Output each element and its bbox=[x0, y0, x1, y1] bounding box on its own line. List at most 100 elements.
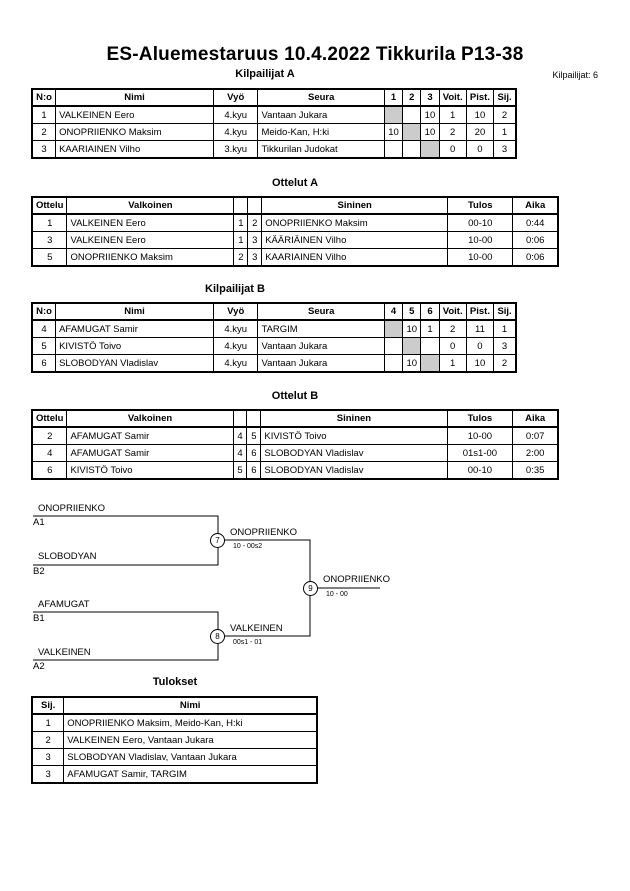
cell: 0:07 bbox=[512, 426, 559, 445]
col-header: 5 bbox=[402, 302, 422, 321]
col-header: Seura bbox=[257, 88, 385, 107]
cell: ONOPRIIENKO Maksim bbox=[261, 213, 449, 232]
cell: 1 bbox=[233, 213, 249, 232]
cell: VALKEINEN Eero bbox=[55, 105, 214, 124]
cell bbox=[383, 140, 404, 159]
col-header: Seura bbox=[257, 302, 385, 321]
cell: ONOPRIIENKO Maksim bbox=[55, 123, 214, 141]
cell: 0 bbox=[438, 337, 467, 355]
col-header: Voit. bbox=[438, 88, 467, 107]
pool-a-table: N:o Nimi Vyö Seura 1 2 3 Voit. Pist. Sij… bbox=[31, 88, 517, 159]
page-title: ES-Aluemestaruus 10.4.2022 Tikkurila P13… bbox=[106, 44, 524, 65]
col-header: Vyö bbox=[212, 302, 259, 321]
col-header bbox=[233, 196, 249, 215]
col-header: Nimi bbox=[55, 302, 214, 321]
match-number-badge: 8 bbox=[210, 629, 225, 644]
cell: 4.kyu bbox=[212, 123, 259, 141]
cell: 10 bbox=[465, 354, 495, 373]
cell: 3 bbox=[247, 248, 263, 267]
cell bbox=[420, 140, 440, 159]
cell: 2 bbox=[233, 248, 249, 267]
cell: 4.kyu bbox=[212, 337, 259, 355]
cell: 0 bbox=[438, 140, 467, 159]
pool-b-heading: Kilpailijat B bbox=[205, 283, 265, 295]
cell: 2 bbox=[247, 213, 263, 232]
cell: KAARIAINEN Vilho bbox=[261, 248, 449, 267]
col-header: Pist. bbox=[465, 302, 495, 321]
cell: AFAMUGAT Samir bbox=[55, 319, 214, 338]
cell: 2:00 bbox=[512, 444, 559, 462]
cell: VALKEINEN Eero bbox=[66, 231, 235, 249]
cell: 11 bbox=[465, 319, 495, 338]
col-header bbox=[247, 196, 263, 215]
cell: 1 bbox=[31, 713, 65, 732]
cell: 1 bbox=[493, 319, 517, 338]
cell: 2 bbox=[31, 123, 57, 141]
cell: Vantaan Jukara bbox=[257, 337, 385, 355]
cell: VALKEINEN Eero, Vantaan Jukara bbox=[63, 731, 318, 749]
bracket-score: 10 - 00s2 bbox=[233, 543, 263, 550]
col-header: Valkoinen bbox=[66, 196, 235, 215]
cell: 10 bbox=[402, 354, 422, 373]
cell: 1 bbox=[233, 231, 249, 249]
cell: 00-10 bbox=[446, 461, 514, 480]
cell: 10 bbox=[420, 105, 440, 124]
match-number-badge: 9 bbox=[303, 581, 318, 596]
participant-count: Kilpailijat: 6 bbox=[552, 70, 598, 80]
col-header: Sininen bbox=[261, 196, 449, 215]
cell: 0:44 bbox=[512, 213, 559, 232]
col-header bbox=[246, 409, 262, 428]
table-header-row: Sij. Nimi bbox=[31, 696, 318, 715]
pool-b-table: N:o Nimi Vyö Seura 4 5 6 Voit. Pist. Sij… bbox=[31, 302, 517, 373]
table-header-row: N:o Nimi Vyö Seura 4 5 6 Voit. Pist. Sij… bbox=[31, 302, 517, 321]
col-header: Vyö bbox=[212, 88, 259, 107]
col-header: Tulos bbox=[446, 409, 514, 428]
cell: 2 bbox=[493, 105, 517, 124]
cell: 10 bbox=[465, 105, 495, 124]
col-header: Pist. bbox=[465, 88, 495, 107]
cell: 10 bbox=[402, 319, 422, 338]
bracket-seed: A2 bbox=[33, 661, 45, 672]
col-header: Voit. bbox=[438, 302, 467, 321]
cell: 10-00 bbox=[447, 248, 514, 267]
cell: 0:06 bbox=[512, 248, 559, 267]
col-header: N:o bbox=[31, 88, 57, 107]
cell: 1 bbox=[31, 105, 57, 124]
cell: 1 bbox=[438, 354, 467, 373]
cell: 5 bbox=[31, 248, 68, 267]
cell: 2 bbox=[493, 354, 517, 373]
col-header: Sij. bbox=[493, 302, 517, 321]
table-header-row: Ottelu Valkoinen Sininen Tulos Aika bbox=[31, 196, 559, 215]
cell: 3 bbox=[31, 140, 57, 159]
cell: Vantaan Jukara bbox=[257, 354, 385, 373]
table-row: 2 VALKEINEN Eero, Vantaan Jukara bbox=[31, 731, 318, 749]
table-row: 2 AFAMUGAT Samir 4 5 KIVISTÖ Toivo 10-00… bbox=[31, 426, 559, 445]
bracket-score: 00s1 - 01 bbox=[233, 639, 263, 646]
cell bbox=[420, 354, 440, 373]
cell: TARGIM bbox=[257, 319, 385, 338]
bracket-name: AFAMUGAT bbox=[38, 599, 90, 610]
cell: SLOBODYAN Vladislav bbox=[55, 354, 214, 373]
bracket-name: ONOPRIIENKO bbox=[38, 503, 106, 514]
cell bbox=[402, 337, 422, 355]
cell bbox=[383, 105, 404, 124]
col-header: Ottelu bbox=[31, 409, 68, 428]
cell: 3 bbox=[493, 337, 517, 355]
cell: 6 bbox=[246, 444, 262, 462]
table-row: 6 KIVISTÖ Toivo 5 6 SLOBODYAN Vladislav … bbox=[31, 461, 559, 480]
table-row: 3 VALKEINEN Eero 1 3 KÄÄRIÄINEN Vilho 10… bbox=[31, 231, 559, 249]
bracket-seed: A1 bbox=[33, 517, 45, 528]
table-row: 5 KIVISTÖ Toivo 4.kyu Vantaan Jukara 0 0… bbox=[31, 337, 517, 355]
cell bbox=[420, 337, 440, 355]
cell: 10-00 bbox=[447, 231, 514, 249]
cell: KAARIAINEN Vilho bbox=[55, 140, 214, 159]
col-header: Valkoinen bbox=[66, 409, 234, 428]
col-header: Tulos bbox=[447, 196, 514, 215]
bracket-seed: B2 bbox=[33, 566, 45, 577]
table-row: 5 ONOPRIIENKO Maksim 2 3 KAARIAINEN Vilh… bbox=[31, 248, 559, 267]
cell: KÄÄRIÄINEN Vilho bbox=[261, 231, 449, 249]
cell: 5 bbox=[246, 426, 262, 445]
cell: 0:06 bbox=[512, 231, 559, 249]
cell: 01s1-00 bbox=[446, 444, 514, 462]
cell: 10-00 bbox=[446, 426, 514, 445]
